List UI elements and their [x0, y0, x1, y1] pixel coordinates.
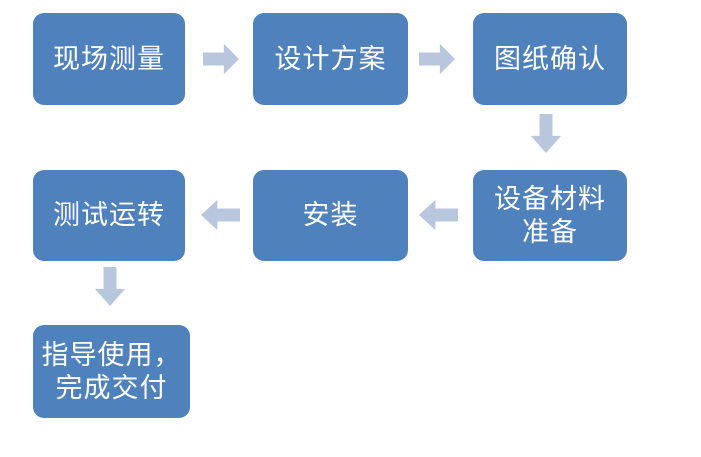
flow-node-label: 指导使用， 完成交付: [41, 339, 182, 403]
flow-node-label: 设计方案: [274, 43, 387, 74]
flow-node-n6[interactable]: 测试运转: [33, 170, 185, 261]
flow-node-label: 安装: [302, 200, 359, 231]
flow-node-n4[interactable]: 设备材料 准备: [473, 170, 627, 261]
flow-node-n5[interactable]: 安装: [253, 170, 408, 261]
flow-node-n3[interactable]: 图纸确认: [473, 13, 627, 105]
flow-node-label: 现场测量: [53, 43, 165, 74]
arrow-down-icon: [92, 267, 128, 306]
arrow-down-icon: [528, 114, 564, 153]
arrow-right-icon: [203, 41, 239, 77]
flow-node-n1[interactable]: 现场测量: [33, 13, 185, 105]
flow-node-label: 设备材料 准备: [494, 183, 606, 247]
arrow-left-icon: [419, 197, 458, 233]
arrow-left-icon: [201, 197, 240, 233]
flow-node-label: 图纸确认: [494, 43, 606, 74]
flow-node-n7[interactable]: 指导使用， 完成交付: [33, 325, 190, 418]
flow-node-label: 测试运转: [53, 200, 165, 231]
arrow-right-icon: [419, 41, 455, 77]
flow-node-n2[interactable]: 设计方案: [253, 13, 408, 105]
